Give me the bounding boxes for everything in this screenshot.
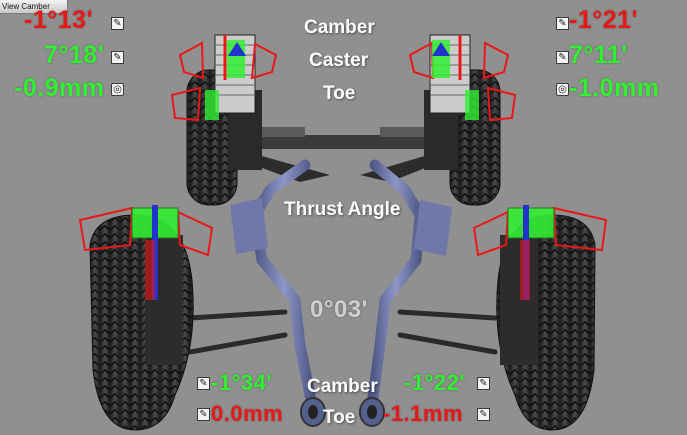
pencil-icon[interactable]: ✎ [556, 17, 569, 30]
front-left-toe-value: -0.9mm [14, 74, 105, 102]
label-camber-front: Camber [304, 17, 375, 38]
pencil-icon[interactable]: ✎ [111, 51, 124, 64]
front-right-wheel [408, 34, 517, 206]
front-left-camber-value: -1°13' [24, 6, 93, 34]
label-camber-rear: Camber [307, 376, 378, 397]
rear-right-camber-value: -1°22' [404, 370, 466, 395]
pencil-icon[interactable]: ✎ [111, 17, 124, 30]
label-toe-rear: Toe [323, 407, 356, 428]
rear-right-wheel [472, 205, 608, 431]
label-toe-front: Toe [323, 83, 356, 104]
front-subframe [235, 127, 450, 182]
rear-left-camber-value: -1°34' [211, 370, 273, 395]
target-icon[interactable]: ◎ [556, 83, 569, 96]
exhaust-system [249, 159, 426, 411]
label-caster: Caster [309, 50, 369, 71]
target-icon[interactable]: ◎ [111, 83, 124, 96]
pencil-icon[interactable]: ✎ [197, 377, 210, 390]
front-left-caster-value: 7°18' [44, 41, 105, 69]
rear-right-toe-value: -1.1mm [383, 401, 464, 426]
front-right-camber-value: -1°21' [569, 6, 638, 34]
front-right-caster-value: 7°11' [569, 41, 628, 69]
mufflers [230, 198, 452, 427]
thrust-angle-value: 0°03' [310, 296, 368, 323]
rear-left-wheel [78, 205, 214, 431]
front-right-toe-value: -1.0mm [569, 74, 660, 102]
rear-control-arms [187, 309, 498, 355]
label-thrust-angle: Thrust Angle [284, 199, 401, 220]
view-tab[interactable]: View Camber [0, 0, 68, 14]
pencil-icon[interactable]: ✎ [477, 377, 490, 390]
pencil-icon[interactable]: ✎ [197, 408, 210, 421]
pencil-icon[interactable]: ✎ [477, 408, 490, 421]
pencil-icon[interactable]: ✎ [556, 51, 569, 64]
front-left-wheel [170, 34, 278, 206]
rear-left-toe-value: 0.0mm [211, 401, 284, 426]
